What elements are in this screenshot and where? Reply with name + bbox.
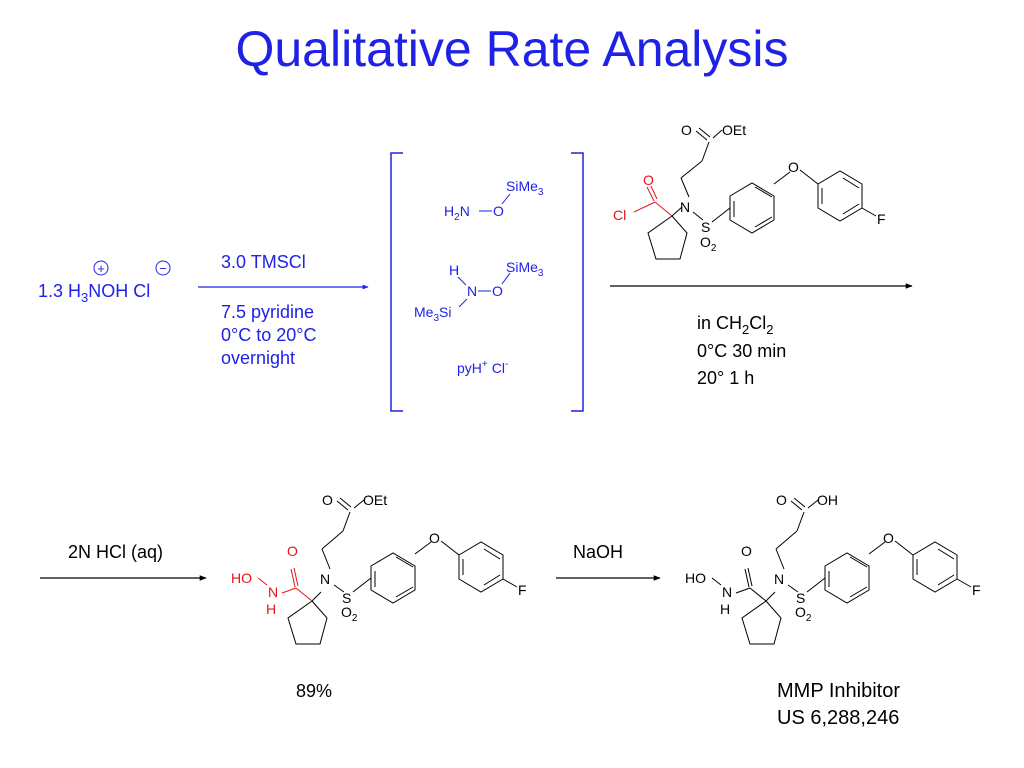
- svg-text:O: O: [741, 543, 752, 559]
- svg-text:F: F: [877, 211, 886, 227]
- svg-text:O: O: [322, 492, 333, 508]
- yield-label: 89%: [296, 681, 332, 701]
- page-title: Qualitative Rate Analysis: [235, 21, 789, 77]
- svg-text:H: H: [720, 601, 730, 617]
- svg-text:OEt: OEt: [363, 492, 387, 508]
- step2-condition-1: in CH2Cl2: [697, 313, 773, 337]
- svg-text:O2: O2: [795, 604, 812, 624]
- intermediate-aminooxy-tms: H2N O SiMe3: [444, 178, 544, 223]
- step1-reagent-above: 3.0 TMSCl: [221, 252, 306, 272]
- svg-text:N: N: [268, 584, 278, 600]
- svg-text:S: S: [342, 590, 351, 606]
- product-label-line2: US 6,288,246: [777, 707, 899, 729]
- step2-condition-3: 20° 1 h: [697, 368, 754, 388]
- svg-text:O: O: [681, 122, 692, 138]
- svg-text:1.3 H3NOH Cl: 1.3 H3NOH Cl: [38, 281, 150, 305]
- svg-text:O: O: [492, 283, 503, 299]
- svg-text:OH: OH: [817, 492, 838, 508]
- minus-charge-circle: [155, 260, 171, 276]
- svg-text:O2: O2: [700, 234, 717, 254]
- svg-text:S: S: [796, 590, 805, 606]
- svg-text:O: O: [776, 492, 787, 508]
- step1-condition-1: 7.5 pyridine: [221, 302, 314, 322]
- svg-text:N: N: [680, 199, 690, 215]
- minus-charge: −: [159, 261, 167, 276]
- svg-text:H: H: [449, 262, 459, 278]
- step4-reagent: NaOH: [573, 542, 623, 562]
- plus-charge: +: [97, 261, 105, 276]
- svg-text:N: N: [320, 571, 330, 587]
- svg-text:O: O: [287, 543, 298, 559]
- svg-text:O2: O2: [341, 604, 358, 624]
- svg-text:OEt: OEt: [722, 122, 746, 138]
- intermediate-pyridinium-chloride: pyH+Cl-: [457, 359, 508, 376]
- svg-text:Me3Si: Me3Si: [414, 304, 451, 324]
- svg-text:N: N: [467, 283, 477, 299]
- svg-text:O: O: [883, 530, 894, 546]
- svg-text:N: N: [722, 584, 732, 600]
- reagent-hydroxylamine-hcl: 1.3 H3NOH Cl + −: [38, 260, 171, 305]
- intermediate-bis-tms-hydroxylamine: H N O SiMe3 Me3Si: [414, 259, 544, 324]
- plus-charge-circle: [93, 260, 109, 276]
- svg-text:H2N: H2N: [444, 203, 470, 223]
- svg-text:H: H: [266, 601, 276, 617]
- left-bracket: [390, 152, 403, 412]
- svg-text:O: O: [788, 159, 799, 175]
- svg-text:pyH+Cl-: pyH+Cl-: [457, 359, 508, 376]
- step2-condition-2: 0°C 30 min: [697, 341, 786, 361]
- step3-reagent: 2N HCl (aq): [68, 542, 163, 562]
- right-bracket: [571, 152, 584, 412]
- svg-text:O: O: [493, 203, 504, 219]
- acid-chloride-structure: N O OEt S O2 O F O: [613, 122, 886, 260]
- svg-text:HO: HO: [231, 570, 252, 586]
- svg-text:HO: HO: [685, 570, 706, 586]
- final-product-structure: N O OH S O2 O F O N H HO: [685, 492, 981, 645]
- svg-text:O: O: [429, 530, 440, 546]
- hydroxamate-ester-structure: N O OEt S O2 O F O N H HO: [231, 492, 527, 645]
- product-label-line1: MMP Inhibitor: [777, 680, 900, 702]
- svg-text:SiMe3: SiMe3: [506, 178, 544, 198]
- svg-text:Cl: Cl: [613, 207, 626, 223]
- svg-text:SiMe3: SiMe3: [506, 259, 544, 279]
- step1-condition-3: overnight: [221, 348, 295, 368]
- svg-text:O: O: [643, 172, 654, 188]
- svg-text:N: N: [774, 571, 784, 587]
- step1-condition-2: 0°C to 20°C: [221, 325, 316, 345]
- svg-text:F: F: [518, 582, 527, 598]
- svg-text:F: F: [972, 582, 981, 598]
- svg-text:S: S: [701, 219, 710, 235]
